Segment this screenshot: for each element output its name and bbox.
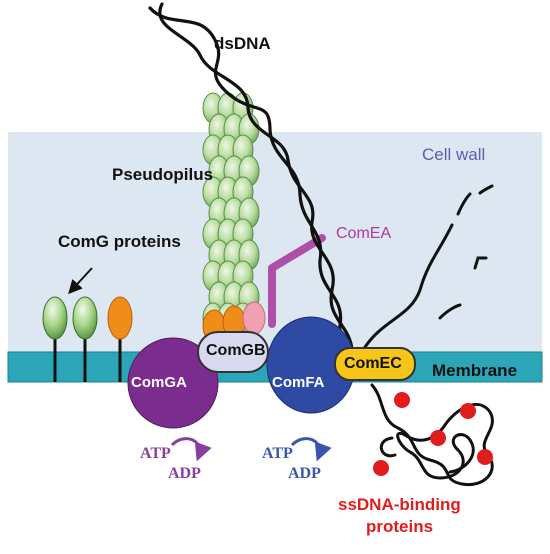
ssdna-binding-label-line2: proteins xyxy=(366,517,434,536)
atp-label-left: ATP xyxy=(140,445,171,462)
comg-proteins-label: ComG proteins xyxy=(58,232,181,251)
comg-protein xyxy=(42,296,68,340)
atp-label-right: ATP xyxy=(262,445,293,462)
comgb-label: ComGB xyxy=(206,342,266,359)
dsdna-helix xyxy=(148,2,362,360)
ssdna-binding-proteins xyxy=(373,392,493,476)
comec-label: ComEC xyxy=(344,355,402,372)
atp-arrow-left xyxy=(170,437,212,462)
ssdna-strand xyxy=(360,184,494,487)
comga-label: ComGA xyxy=(131,374,187,391)
comga-protein xyxy=(127,337,219,429)
comg-arrow xyxy=(68,267,93,295)
comfa-label: ComFA xyxy=(272,374,325,391)
comgb-protein xyxy=(197,331,269,373)
comg-protein xyxy=(72,296,98,340)
comea-protein xyxy=(268,234,326,328)
comec-protein xyxy=(334,347,416,381)
membrane-label: Membrane xyxy=(432,361,518,380)
comg-proteins-group xyxy=(42,296,133,382)
adp-label-left: ADP xyxy=(168,465,201,482)
atp-arrow-right xyxy=(290,437,332,462)
dsdna-label: dsDNA xyxy=(214,34,271,53)
pseudopilus xyxy=(202,92,266,343)
pseudopilus-label: Pseudopilus xyxy=(112,165,214,184)
cell-wall-label: Cell wall xyxy=(422,145,486,164)
comea-label: ComEA xyxy=(336,225,392,242)
comg-protein-orange xyxy=(107,296,133,340)
ssdna-binding-label-line1: ssDNA-binding xyxy=(338,495,461,514)
pilin-pink xyxy=(242,301,266,335)
adp-label-right: ADP xyxy=(288,465,321,482)
